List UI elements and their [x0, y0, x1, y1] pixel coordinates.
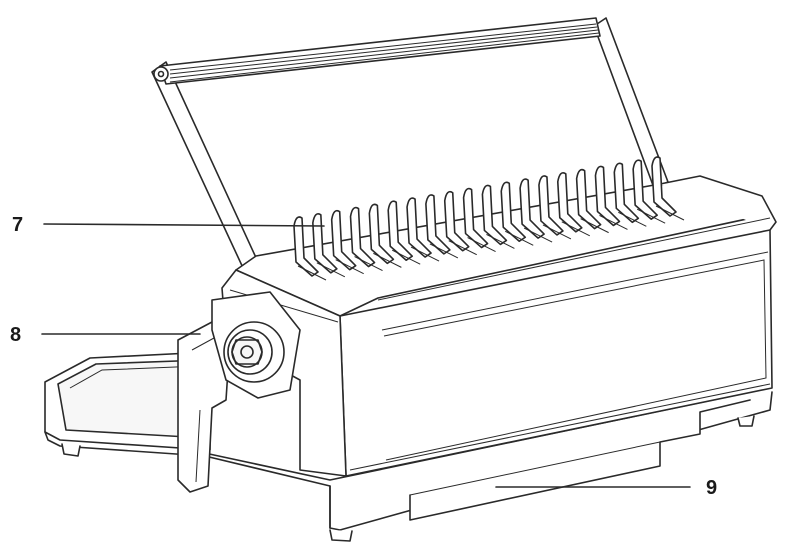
callout-label-9: 9: [706, 477, 717, 499]
comb-finger: [556, 172, 591, 237]
comb-finger: [500, 181, 534, 246]
comb-finger: [293, 216, 327, 281]
comb-finger: [387, 200, 421, 265]
callout-label-7: 7: [12, 214, 23, 236]
comb-finger: [368, 203, 402, 268]
base-tray: [44, 351, 211, 457]
comb-finger: [349, 206, 383, 271]
callout-9: 9: [495, 477, 717, 499]
comb-finger: [312, 213, 346, 278]
comb-finger: [651, 156, 685, 221]
comb-finger: [462, 187, 496, 253]
callout-7: 7: [12, 214, 325, 236]
handle-lever: [151, 17, 669, 271]
comb-finger: [575, 168, 609, 234]
comb-finger: [632, 159, 666, 224]
callout-label-8: 8: [10, 324, 21, 346]
comb-finger: [594, 165, 628, 230]
callout-8: 8: [10, 324, 201, 346]
comb-finger: [330, 209, 364, 275]
leader-line-7: [43, 223, 325, 227]
comb-finger: [443, 190, 477, 256]
comb-finger: [425, 194, 459, 259]
comb-fingers: [293, 156, 685, 281]
side-handle-assembly: [177, 291, 301, 493]
comb-finger: [613, 162, 647, 227]
comb-finger: [519, 178, 553, 243]
comb-finger: [406, 197, 440, 262]
comb-finger: [481, 184, 515, 249]
comb-finger: [538, 175, 572, 240]
